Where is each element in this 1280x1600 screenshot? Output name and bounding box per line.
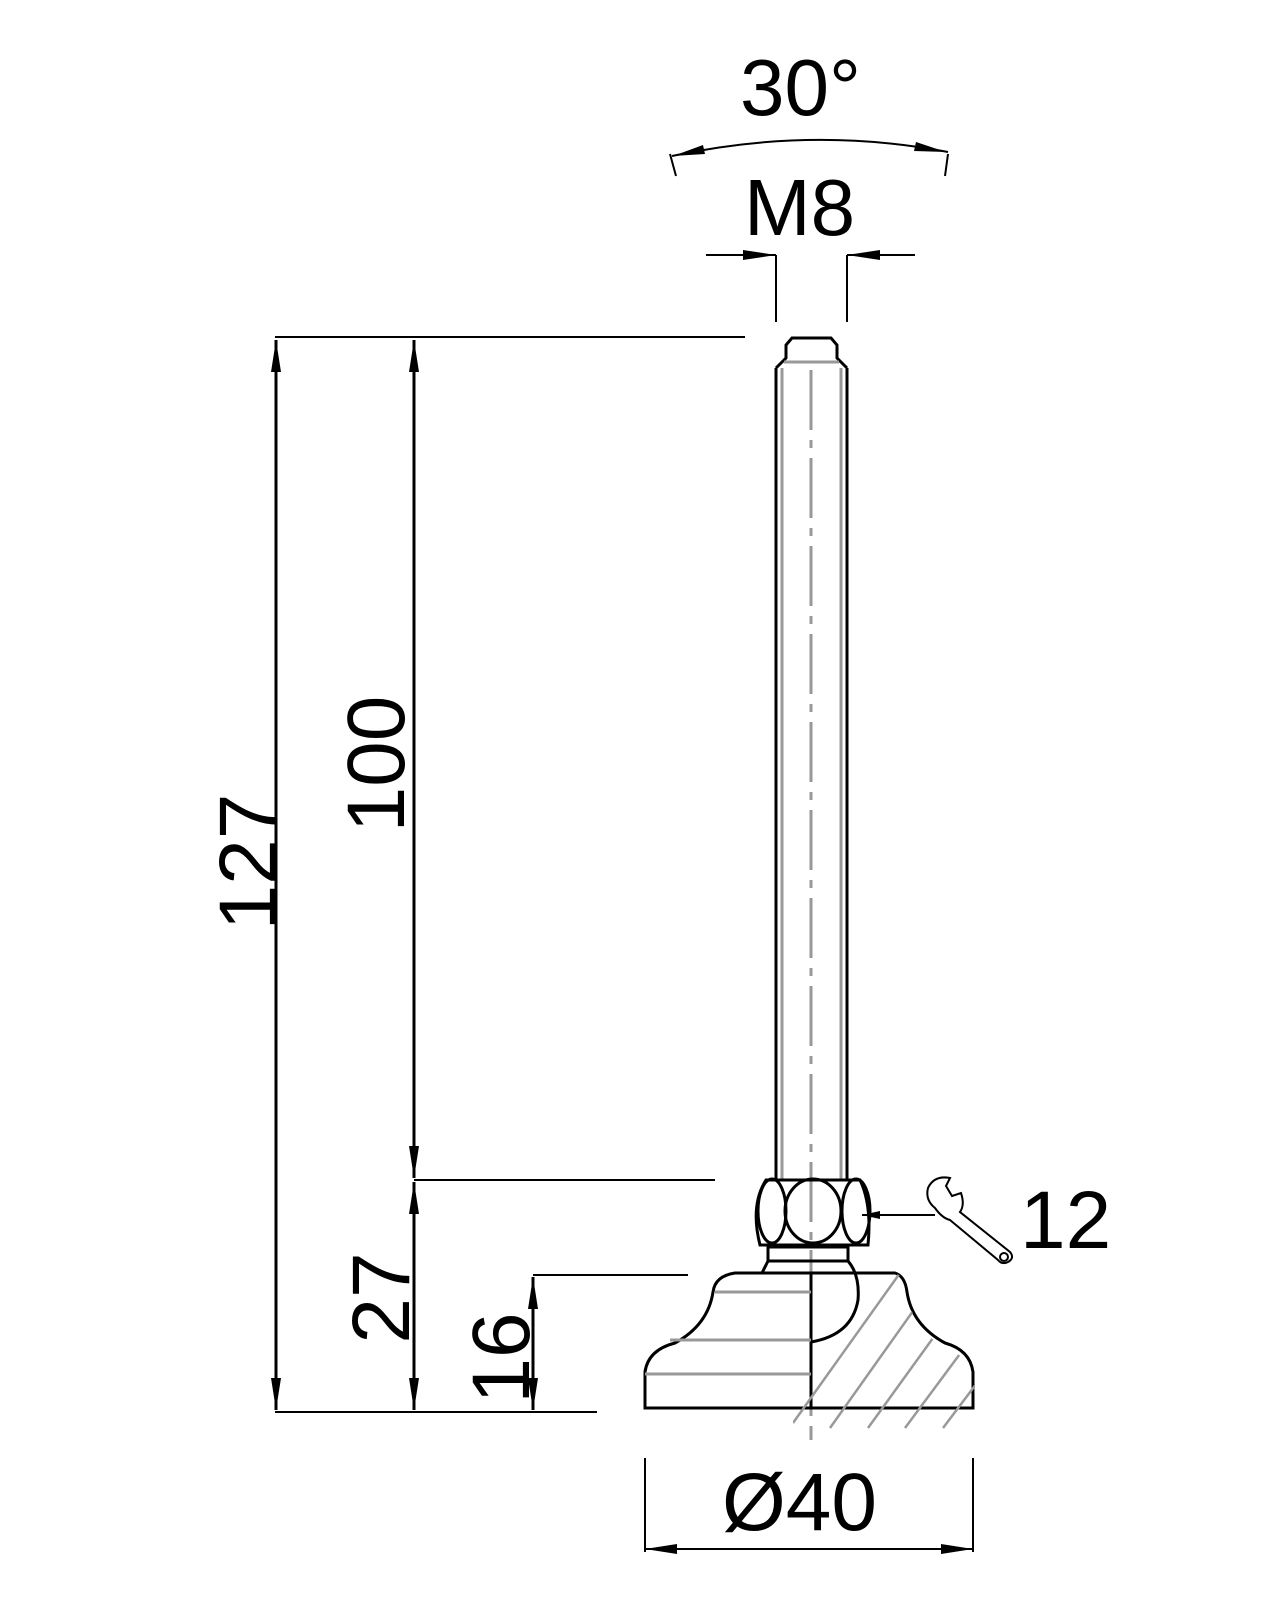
diameter-label: Ø40 xyxy=(722,1457,877,1548)
foot-base xyxy=(643,1271,975,1429)
thread-length-dimension xyxy=(409,340,715,1181)
diameter-dimension xyxy=(644,1458,974,1554)
base-height-label: 27 xyxy=(336,1252,427,1344)
section-hatch xyxy=(793,1273,975,1429)
foot-height-dimension xyxy=(528,1274,688,1410)
threaded-rod xyxy=(774,336,849,1180)
thread-label: M8 xyxy=(744,163,856,252)
angle-dimension xyxy=(669,138,949,177)
overall-height-label: 127 xyxy=(203,793,294,931)
wrench-icon xyxy=(862,1176,1014,1265)
base-height-dimension xyxy=(409,1182,419,1410)
thread-length-label: 100 xyxy=(331,695,422,833)
hex-nut xyxy=(754,1177,872,1344)
thread-dimension xyxy=(706,250,915,322)
wrench-size-label: 12 xyxy=(1020,1175,1112,1266)
foot-height-label: 16 xyxy=(456,1312,547,1404)
overall-height-dimension xyxy=(271,336,745,1413)
angle-label: 30° xyxy=(740,43,861,132)
